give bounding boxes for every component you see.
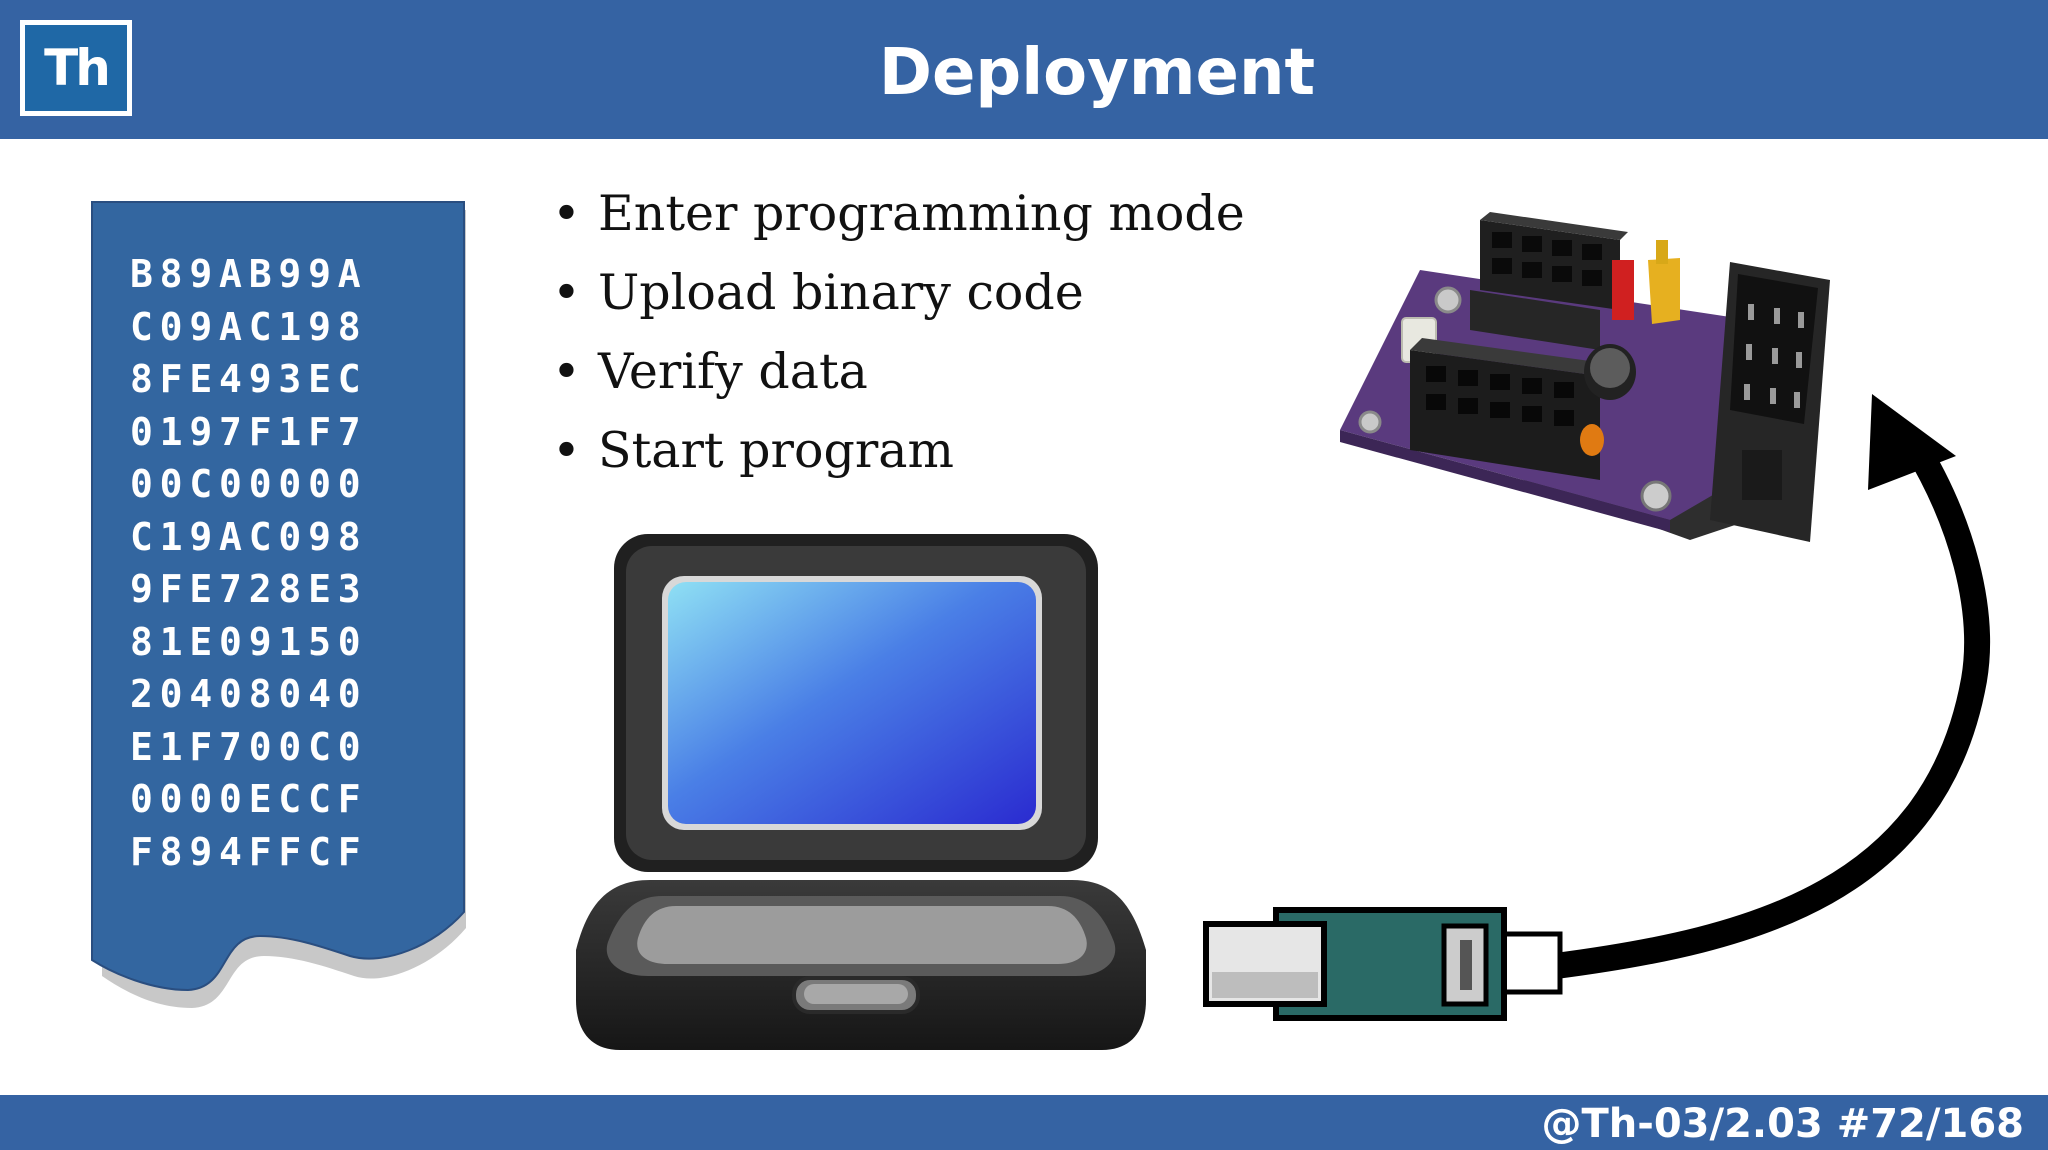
step-label: Enter programming mode: [598, 185, 1245, 242]
deployment-steps-list: • Enter programming mode • Upload binary c…: [552, 180, 1245, 496]
step-label: Start program: [598, 422, 954, 479]
laptop-icon: [576, 534, 1146, 1050]
hex-document-icon: [91, 201, 466, 1008]
list-item: • Enter programming mode: [552, 180, 1245, 259]
usb-cable-icon: [1203, 394, 1991, 1021]
hex-line: 81E09150: [130, 619, 368, 664]
hex-line: C09AC198: [130, 304, 368, 349]
bullet-icon: •: [552, 343, 581, 400]
hex-line: 00C00000: [130, 462, 368, 506]
list-item: • Upload binary code: [552, 259, 1245, 338]
hex-line: 0197F1F7: [130, 409, 368, 454]
arrow-up-icon: [1868, 394, 1956, 490]
bullet-icon: •: [552, 264, 581, 321]
hex-line: C19AC098: [130, 514, 368, 559]
hex-line: F894FFCF: [130, 829, 368, 874]
hex-line: B89AB99A: [130, 252, 368, 296]
bullet-icon: •: [552, 422, 581, 479]
footer-bar: [0, 1095, 2048, 1150]
step-label: Verify data: [598, 343, 868, 400]
header-bar: [0, 0, 2048, 139]
hex-line: E1F700C0: [130, 724, 368, 769]
slide-reference: @Th-03/2.03 #72/168: [1541, 1101, 2024, 1147]
hex-line: 20408040: [130, 672, 368, 716]
step-label: Upload binary code: [598, 264, 1084, 321]
hex-line: 9FE728E3: [130, 567, 368, 611]
list-item: • Start program: [552, 417, 1245, 496]
logo: Th: [20, 20, 132, 116]
list-item: • Verify data: [552, 338, 1245, 417]
page-title: Deployment: [878, 36, 1316, 110]
hex-code-lines: B89AB99A C09AC198 8FE493EC 0197F1F7 00C0…: [130, 248, 367, 878]
hex-line: 8FE493EC: [130, 357, 368, 401]
programmer-board-icon: [1340, 212, 1830, 542]
bullet-icon: •: [552, 185, 581, 242]
hex-line: 0000ECCF: [130, 777, 368, 821]
